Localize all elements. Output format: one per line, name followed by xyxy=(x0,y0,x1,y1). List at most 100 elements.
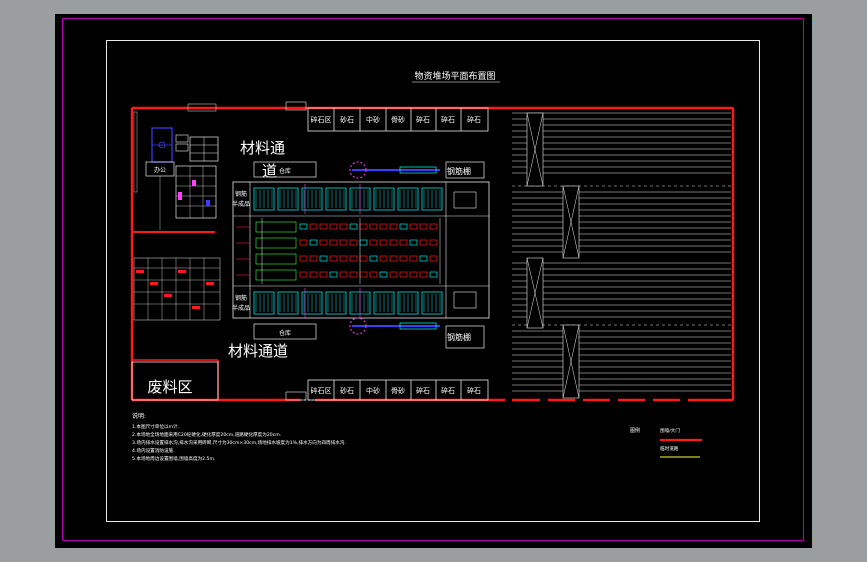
lane-cell xyxy=(429,223,438,230)
gantry-cross xyxy=(526,257,544,329)
lane-cell xyxy=(359,271,368,278)
lane-cell xyxy=(429,271,438,278)
gantry-cross xyxy=(562,185,580,259)
rebar-stack xyxy=(277,187,299,211)
material-racks xyxy=(133,257,221,321)
lane-cell xyxy=(309,223,318,230)
lane-cell xyxy=(379,223,388,230)
note-line: 3.场内排水设置排水沟,排水沟采用砖砌,尺寸为30cm×30cm,场地排水坡度为… xyxy=(132,439,346,446)
gantry-cross xyxy=(526,112,544,187)
legend: 图例 围墙/大门 临时道路 xyxy=(630,427,702,458)
waste-area: 废料区 xyxy=(131,361,219,401)
office-label: 办公 xyxy=(154,166,166,174)
lane-cell xyxy=(379,239,388,246)
rebar-stack xyxy=(253,187,275,211)
top-bin-label: 碎石 xyxy=(441,115,455,124)
lane-cell xyxy=(409,239,418,246)
rebar-stacks-bottom xyxy=(253,288,443,318)
lane-cell xyxy=(319,239,328,246)
bottom-gate-marker xyxy=(285,391,307,401)
bottom-bin-label: 碎石区 xyxy=(311,386,332,395)
top-bin-label: 砂石 xyxy=(340,115,354,124)
lane-cell xyxy=(399,239,408,246)
lane-cell xyxy=(359,223,368,230)
rebar-stack xyxy=(421,187,443,211)
legend-title: 图例 xyxy=(630,427,640,434)
lane-cell xyxy=(399,271,408,278)
lane-box xyxy=(255,221,297,233)
bottom-bin-label: 中砂 xyxy=(366,386,380,395)
lane-cell xyxy=(339,271,348,278)
office-area: 办公 xyxy=(133,103,219,230)
top-bin-label: 碎石 xyxy=(467,115,481,124)
lane-cell xyxy=(299,271,308,278)
lane-box xyxy=(255,253,297,265)
lane-cell xyxy=(389,271,398,278)
lane-cell xyxy=(399,255,408,262)
lane-cell xyxy=(419,255,428,262)
lane-cell xyxy=(329,239,338,246)
gantry-crane-top xyxy=(349,161,440,179)
lane-cell xyxy=(409,223,418,230)
legend-label: 围墙/大门 xyxy=(660,427,680,434)
lane-box xyxy=(255,237,297,249)
site-boundary xyxy=(130,106,735,402)
lane-cell xyxy=(339,223,348,230)
rebar-stack xyxy=(301,187,323,211)
lane-cell xyxy=(389,223,398,230)
lane-cell xyxy=(359,239,368,246)
drawing-frame xyxy=(106,40,760,522)
storage-top xyxy=(253,161,317,178)
material-channel-bottom-label: 材料通道 xyxy=(228,342,288,360)
lane-cell xyxy=(409,255,418,262)
sheet-outer-border xyxy=(62,18,804,541)
lane-cell xyxy=(309,239,318,246)
bottom-bin-label: 砂石 xyxy=(340,386,354,395)
bottom-bin-label: 碎石 xyxy=(467,386,481,395)
lane-cell xyxy=(429,255,438,262)
material-channel-top-label: 材料通 xyxy=(240,139,285,157)
lane-cell xyxy=(369,255,378,262)
lane-cell xyxy=(399,223,408,230)
yard-side-label: 半成品 xyxy=(232,304,250,312)
rebar-stacks-top xyxy=(253,184,443,214)
lane-cell xyxy=(369,271,378,278)
lane-cell xyxy=(419,271,428,278)
lane-cell xyxy=(369,223,378,230)
lane-cell xyxy=(349,223,358,230)
lane-cell xyxy=(379,255,388,262)
bottom-bin-label: 碎石 xyxy=(441,386,455,395)
lane-cell xyxy=(329,271,338,278)
rebar-yard: 钢筋 半成品 钢筋 半成品 xyxy=(232,181,490,319)
rebar-stack xyxy=(325,291,347,315)
note-line: 2.本场地全场地面采用C20砼硬化,硬化厚度20cm,道路硬化厚度为20cm. xyxy=(132,431,281,438)
waste-area-label: 废料区 xyxy=(147,378,192,396)
rebar-stack xyxy=(397,291,419,315)
lane-cell xyxy=(309,255,318,262)
rebar-stack xyxy=(373,291,395,315)
note-line: 5.本场地周边设置围墙,围墙高度为2.5m. xyxy=(132,455,215,462)
lane-cell xyxy=(389,239,398,246)
top-aggregate-bins: 碎石区 砂石 中砂 骨砂 碎石 碎石 碎石 xyxy=(285,101,489,132)
storage-bottom xyxy=(253,323,317,340)
lane-cell xyxy=(349,271,358,278)
bottom-bin-label: 碎石 xyxy=(416,386,430,395)
yard-side-label: 钢筋 xyxy=(235,190,247,198)
note-line: 4.场内设置消防设施. xyxy=(132,447,175,454)
rebar-stack xyxy=(325,187,347,211)
lane-cell xyxy=(339,255,348,262)
process-shed-bottom-label: 钢筋棚 xyxy=(447,332,471,342)
lane-cell xyxy=(369,239,378,246)
note-line: 1.本图尺寸单位以m计. xyxy=(132,423,179,430)
rebar-stack xyxy=(373,187,395,211)
lane-cell xyxy=(339,239,348,246)
lane-box xyxy=(255,269,297,281)
top-bin-label: 碎石 xyxy=(416,115,430,124)
rebar-stack xyxy=(397,187,419,211)
rebar-stack xyxy=(277,291,299,315)
lane-cell xyxy=(429,239,438,246)
yard-side-label: 半成品 xyxy=(232,200,250,208)
top-bin-label: 碎石区 xyxy=(311,115,332,124)
storage-top-label: 仓库 xyxy=(279,167,291,175)
